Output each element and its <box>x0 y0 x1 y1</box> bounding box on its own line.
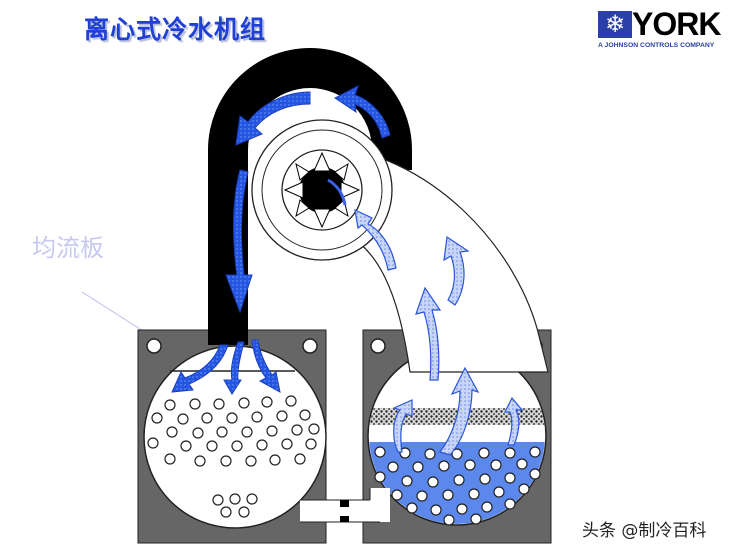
compressor-impeller <box>251 119 393 261</box>
discharge-flow-arrows <box>225 84 391 314</box>
logo-brand: YORK <box>632 6 721 42</box>
evaporation-arrows <box>392 366 524 456</box>
baffle-label: 均流板 <box>32 234 104 262</box>
discharge-pipe <box>208 48 412 345</box>
snowflake-icon: ❄ <box>598 11 632 38</box>
suction-flow-arrows <box>354 208 470 381</box>
condenser-tubes <box>147 395 320 518</box>
condenser-inlet-arrows <box>171 339 281 395</box>
page-title: 离心式冷水机组 <box>84 15 267 44</box>
watermark: 头条 @制冷百科 <box>582 521 707 541</box>
logo-tagline: A JOHNSON CONTROLS COMPANY <box>598 42 715 49</box>
orifice-connection <box>300 488 390 523</box>
evaporator-tubes <box>374 446 541 526</box>
york-logo: ❄ YORK A JOHNSON CONTROLS COMPANY <box>598 6 732 55</box>
